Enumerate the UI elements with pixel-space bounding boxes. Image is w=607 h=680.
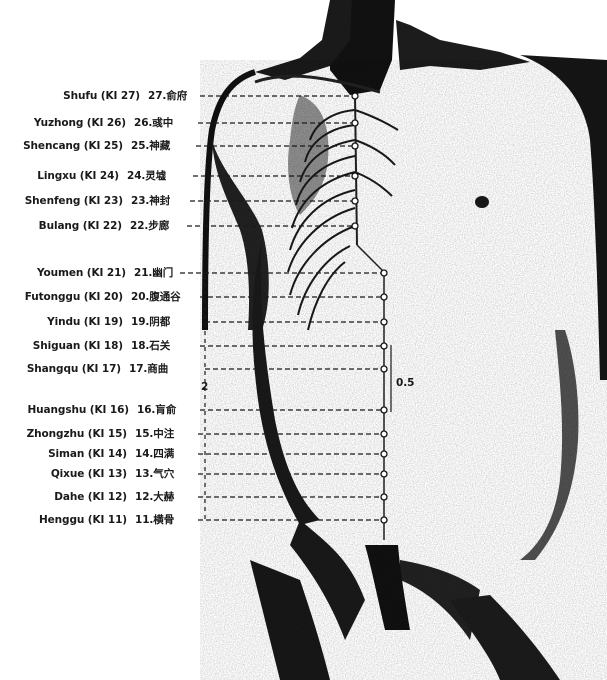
acupoint-chinese-name: 15.中注 bbox=[135, 428, 174, 440]
acupoint-english-name: Bulang (KI 22) bbox=[2, 220, 122, 232]
acupoint-marker bbox=[352, 93, 358, 99]
acupoint-english-name: Siman (KI 14) bbox=[7, 448, 127, 460]
acupoint-chinese-name: 11.横骨 bbox=[135, 514, 174, 526]
acupoint-english-name: Shenfeng (KI 23) bbox=[3, 195, 123, 207]
acupoint-english-name: Henggu (KI 11) bbox=[7, 514, 127, 526]
acupoint-english-name: Yuzhong (KI 26) bbox=[6, 117, 126, 129]
acupoint-marker bbox=[381, 517, 387, 523]
acupoint-chinese-name: 26.彧中 bbox=[134, 117, 173, 129]
measure-left-label: 2 bbox=[201, 381, 208, 393]
acupoint-chinese-name: 18.石关 bbox=[131, 340, 170, 352]
acupoint-marker bbox=[381, 431, 387, 437]
acupoint-english-name: Yindu (KI 19) bbox=[3, 316, 123, 328]
acupoint-chinese-name: 25.神藏 bbox=[131, 140, 170, 152]
acupoint-marker bbox=[381, 451, 387, 457]
acupoint-english-name: Qixue (KI 13) bbox=[7, 468, 127, 480]
acupoint-chinese-name: 19.阴都 bbox=[131, 316, 170, 328]
acupoint-chinese-name: 17.商曲 bbox=[129, 363, 168, 375]
acupoint-marker bbox=[381, 319, 387, 325]
acupoint-english-name: Shufu (KI 27) bbox=[20, 90, 140, 102]
acupoint-chinese-name: 14.四满 bbox=[135, 448, 174, 460]
acupoint-marker bbox=[381, 494, 387, 500]
acupoint-marker bbox=[352, 198, 358, 204]
acupoint-chinese-name: 23.神封 bbox=[131, 195, 170, 207]
acupoint-marker bbox=[352, 173, 358, 179]
acupoint-chinese-name: 22.步廊 bbox=[130, 220, 169, 232]
acupoint-marker bbox=[352, 120, 358, 126]
acupoint-marker bbox=[352, 223, 358, 229]
acupoint-chinese-name: 16.肓俞 bbox=[137, 404, 176, 416]
acupoint-english-name: Shencang (KI 25) bbox=[3, 140, 123, 152]
acupoint-marker bbox=[381, 343, 387, 349]
acupoint-marker bbox=[381, 471, 387, 477]
acupoint-english-name: Huangshu (KI 16) bbox=[9, 404, 129, 416]
acupoint-english-name: Shiguan (KI 18) bbox=[3, 340, 123, 352]
acupoint-chinese-name: 24.灵墟 bbox=[127, 170, 166, 182]
acupoint-chinese-name: 12.大赫 bbox=[135, 491, 174, 503]
acupoint-marker bbox=[381, 407, 387, 413]
acupoint-marker bbox=[381, 366, 387, 372]
acupoint-chinese-name: 21.幽门 bbox=[134, 267, 173, 279]
acupoint-marker bbox=[381, 270, 387, 276]
measure-right-label: 0.5 bbox=[396, 377, 414, 389]
acupoint-chinese-name: 27.俞府 bbox=[148, 90, 187, 102]
grain-overlay bbox=[200, 60, 607, 680]
acupoint-chinese-name: 20.腹通谷 bbox=[131, 291, 181, 303]
acupoint-english-name: Youmen (KI 21) bbox=[6, 267, 126, 279]
acupoint-english-name: Shangqu (KI 17) bbox=[1, 363, 121, 375]
acupoint-english-name: Futonggu (KI 20) bbox=[3, 291, 123, 303]
acupoint-chinese-name: 13.气穴 bbox=[135, 468, 174, 480]
acupoint-english-name: Lingxu (KI 24) bbox=[0, 170, 119, 182]
acupoint-english-name: Zhongzhu (KI 15) bbox=[7, 428, 127, 440]
acupoint-english-name: Dahe (KI 12) bbox=[7, 491, 127, 503]
acupoint-marker bbox=[352, 143, 358, 149]
acupoint-marker bbox=[381, 294, 387, 300]
